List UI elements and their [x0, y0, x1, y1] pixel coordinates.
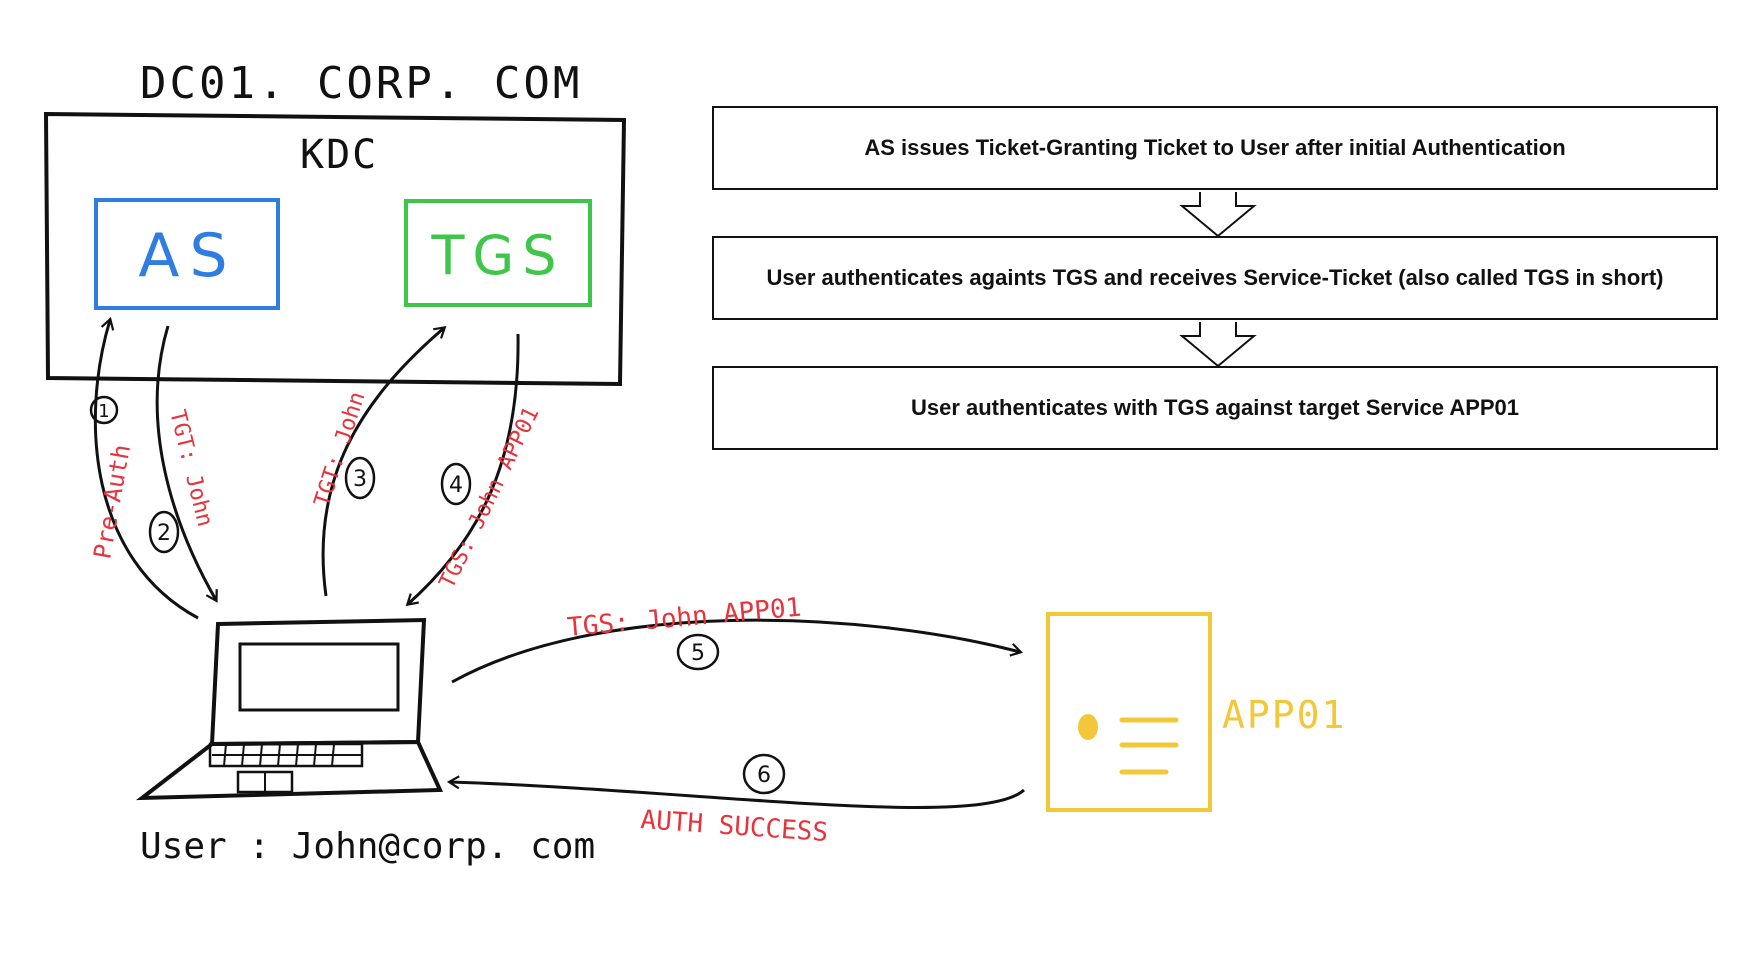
arrow-step-4	[405, 333, 520, 607]
flow-step-3-text: User authenticates with TGS against targ…	[910, 395, 1520, 420]
domain-title: DC01. CORP. COM	[140, 58, 582, 109]
flow-step-3: User authenticates with TGS against targ…	[712, 366, 1718, 450]
arrow-step-5	[451, 618, 1024, 684]
flow-step-1: AS issues Ticket-Granting Ticket to User…	[712, 106, 1718, 190]
tgs-label: TGS	[430, 224, 564, 287]
kdc-label: KDC	[300, 132, 378, 178]
arrow-step-3	[321, 325, 447, 597]
step-1-marker: 1	[89, 395, 119, 425]
flow-step-2: User authenticates againts TGS and recei…	[712, 236, 1718, 320]
as-label: AS	[138, 221, 237, 291]
flow-connector-2	[1179, 322, 1257, 368]
svg-text:4: 4	[449, 473, 463, 498]
user-label: User : John@corp. com	[140, 826, 595, 867]
flow-step-1-text: AS issues Ticket-Granting Ticket to User…	[864, 135, 1566, 160]
svg-text:5: 5	[691, 641, 705, 666]
flow-step-2-text: User authenticates againts TGS and recei…	[766, 265, 1664, 290]
step-3-marker: 3	[344, 456, 376, 500]
arrow-step-2	[155, 325, 218, 603]
svg-text:3: 3	[353, 467, 367, 492]
app01-label: APP01	[1222, 693, 1346, 737]
step-2-marker: 2	[148, 510, 180, 554]
svg-text:6: 6	[757, 763, 771, 788]
svg-text:1: 1	[98, 401, 109, 422]
laptop-icon	[135, 617, 444, 801]
step-6-marker: 6	[742, 753, 786, 795]
step-5-marker: 5	[676, 633, 720, 671]
arrow-step-6	[446, 775, 1026, 809]
arrow-step-1	[93, 316, 199, 620]
app01-document-icon	[1046, 612, 1212, 812]
svg-text:2: 2	[157, 521, 171, 546]
step-2-label: TGT: John	[164, 407, 217, 529]
tgs-box	[404, 199, 592, 307]
step-5-label: TGS: John APP01	[566, 593, 803, 643]
kdc-box	[43, 111, 627, 387]
step-4-marker: 4	[440, 462, 472, 506]
flow-connector-1	[1179, 192, 1257, 238]
step-1-label: Pre-Auth	[88, 442, 136, 561]
as-box	[94, 198, 280, 310]
step-6-label: AUTH SUCCESS	[640, 805, 829, 848]
